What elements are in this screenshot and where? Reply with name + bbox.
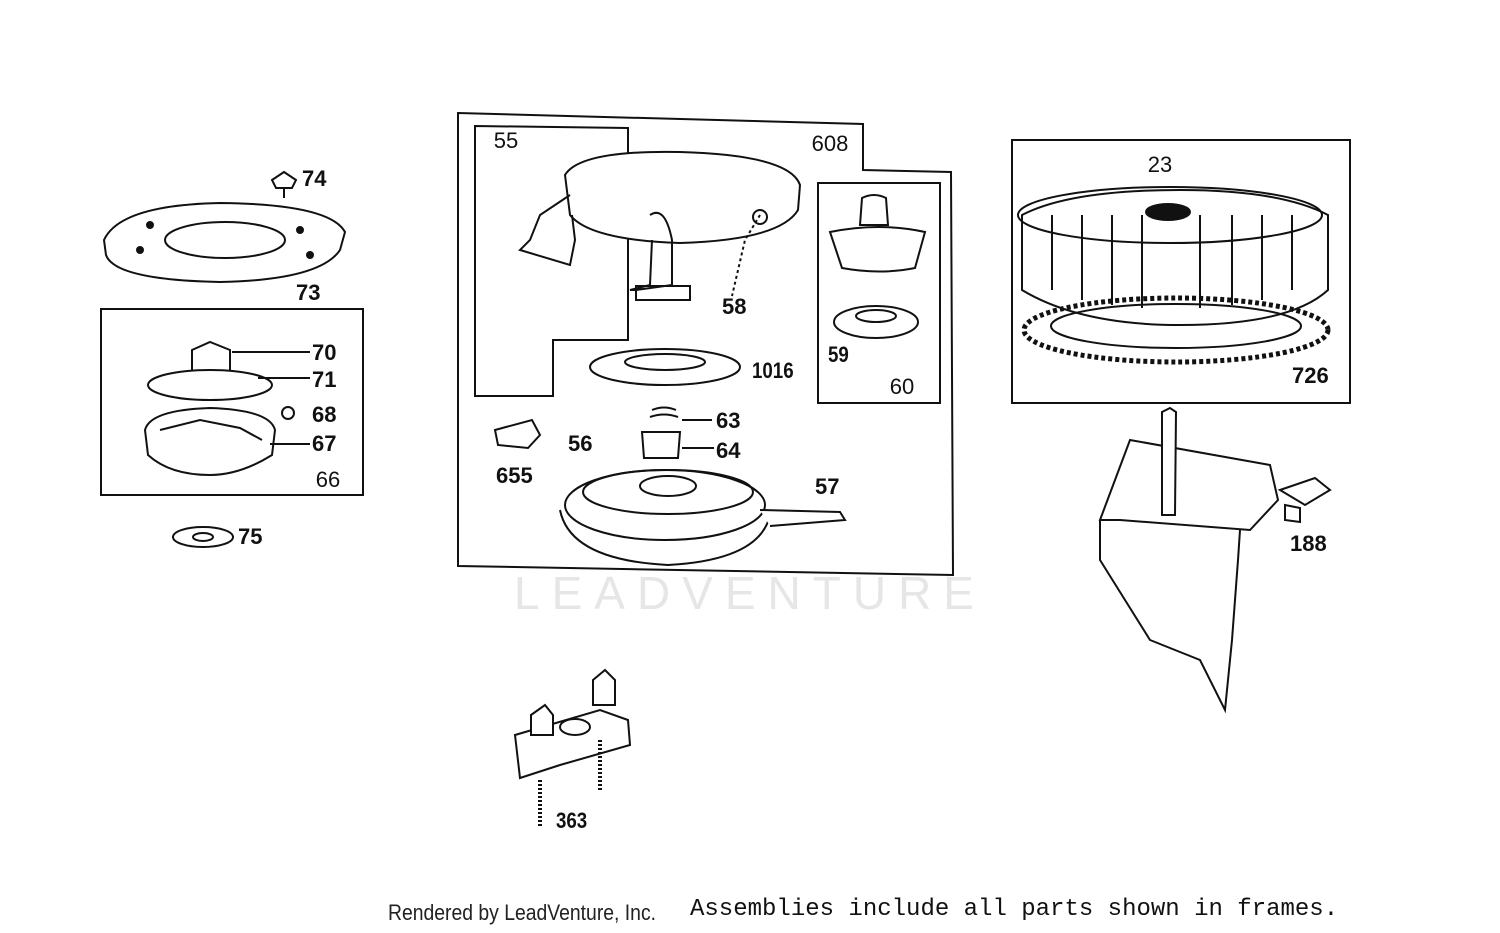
- part-label-64: 64: [716, 438, 741, 463]
- part-label-57: 57: [815, 474, 840, 499]
- part-label-363: 363: [556, 808, 588, 833]
- handle-60: [828, 194, 927, 339]
- rendered-by-text: Rendered by LeadVenture, Inc.: [388, 900, 657, 925]
- frame-label-55: 55: [493, 128, 519, 153]
- part-label-75: 75: [238, 524, 263, 549]
- screw-74: [270, 170, 298, 198]
- part-label-68: 68: [312, 402, 337, 427]
- part-label-67: 67: [312, 431, 337, 456]
- part-label-1016: 1016: [752, 358, 794, 383]
- frame-label-60: 60: [889, 374, 915, 399]
- assemblies-note: Assemblies include all parts shown in fr…: [690, 896, 1339, 923]
- spring-retainer-63-64: [640, 406, 714, 459]
- frame-55: [474, 124, 629, 397]
- frame-label-66: 66: [315, 467, 341, 492]
- part-label-59: 59: [828, 342, 849, 367]
- part-label-655: 655: [496, 463, 533, 488]
- frame-66: [100, 308, 364, 496]
- frame-label-608: 608: [811, 131, 849, 156]
- part-label-74: 74: [302, 166, 327, 191]
- bracket-363: [513, 668, 632, 828]
- washer-1016: [589, 348, 741, 386]
- part-label-56: 56: [568, 431, 593, 456]
- housing-55: [518, 150, 802, 301]
- frame-608: [457, 111, 955, 577]
- part-label-58: 58: [722, 294, 747, 319]
- starter-clutch-assembly: [143, 340, 310, 477]
- frame-label-23: 23: [1147, 152, 1173, 177]
- bracket-188: [1098, 406, 1332, 714]
- part-label-71: 71: [312, 367, 337, 392]
- frame-60: [817, 182, 941, 404]
- part-label-726: 726: [1292, 363, 1329, 388]
- part-label-73: 73: [296, 280, 321, 305]
- part-655: [493, 418, 542, 450]
- plate-73: [102, 201, 347, 284]
- part-label-63: 63: [716, 408, 741, 433]
- ring-gear-726: [1021, 295, 1331, 365]
- part-label-188: 188: [1290, 531, 1327, 556]
- washer-75: [172, 526, 234, 548]
- part-label-70: 70: [312, 340, 337, 365]
- frame-23: [1011, 139, 1351, 404]
- pulley-56: [559, 469, 847, 567]
- watermark: LEADVENTURE: [514, 567, 986, 619]
- flywheel-23: [1017, 186, 1329, 327]
